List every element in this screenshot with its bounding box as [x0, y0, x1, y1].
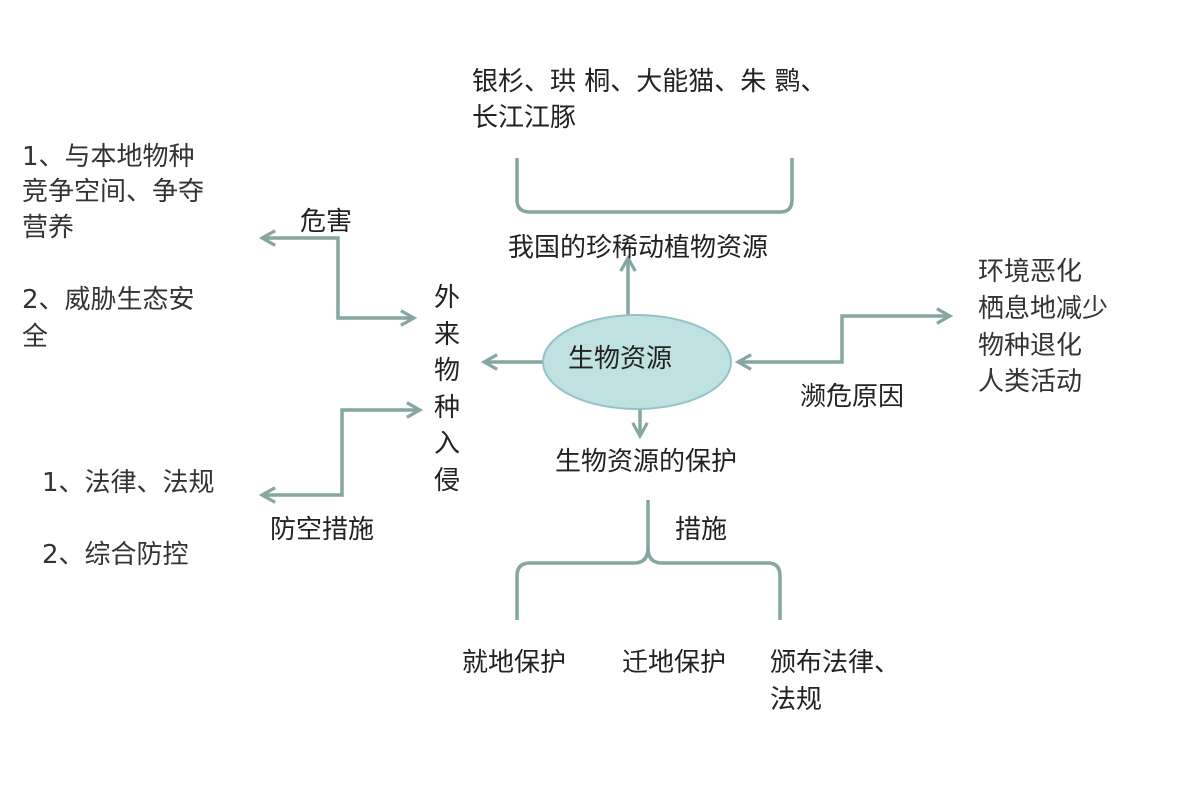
- harm-2-line1: 2、威胁生态安: [22, 285, 195, 315]
- harm-1-line3: 营养: [22, 213, 75, 243]
- reason-item: 环境恶化: [978, 257, 1083, 287]
- protection-title: 生物资源的保护: [555, 447, 738, 477]
- harm-label: 危害: [300, 207, 353, 237]
- rare-species-brace: [515, 158, 794, 214]
- measure-item: 迁地保护: [622, 648, 727, 678]
- center-ellipse: [542, 314, 732, 410]
- invasion-title: 外来物种入侵: [433, 283, 460, 496]
- rare-title: 我国的珍稀动植物资源: [508, 233, 769, 263]
- measure-item: 就地保护: [462, 648, 567, 678]
- harm-1-line2: 竞争空间、争夺: [22, 177, 205, 207]
- measure-law-line1: 颁布法律、: [770, 648, 901, 678]
- measure-law-line2: 法规: [770, 685, 823, 715]
- center-label: 生物资源: [568, 344, 673, 374]
- harm-1-line1: 1、与本地物种: [22, 142, 195, 172]
- measures-brace: [515, 500, 782, 620]
- harm-2-line2: 全: [22, 322, 49, 352]
- arrow-harm: [262, 238, 414, 318]
- reason-item: 人类活动: [978, 367, 1083, 397]
- rare-examples-line1: 银杉、珙 桐、大能猫、朱 鹮、: [472, 67, 827, 97]
- prevention-item: 2、综合防控: [42, 540, 189, 570]
- reason-item: 物种退化: [978, 331, 1083, 361]
- arrow-endangered: [738, 316, 950, 362]
- endangered-label: 濒危原因: [800, 382, 905, 412]
- reason-item: 栖息地减少: [978, 294, 1109, 324]
- rare-examples-line2: 长江江豚: [472, 103, 577, 133]
- arrow-prevention: [262, 410, 420, 495]
- measures-label: 措施: [675, 515, 728, 545]
- prevention-label: 防空措施: [270, 515, 375, 545]
- prevention-item: 1、法律、法规: [42, 468, 215, 498]
